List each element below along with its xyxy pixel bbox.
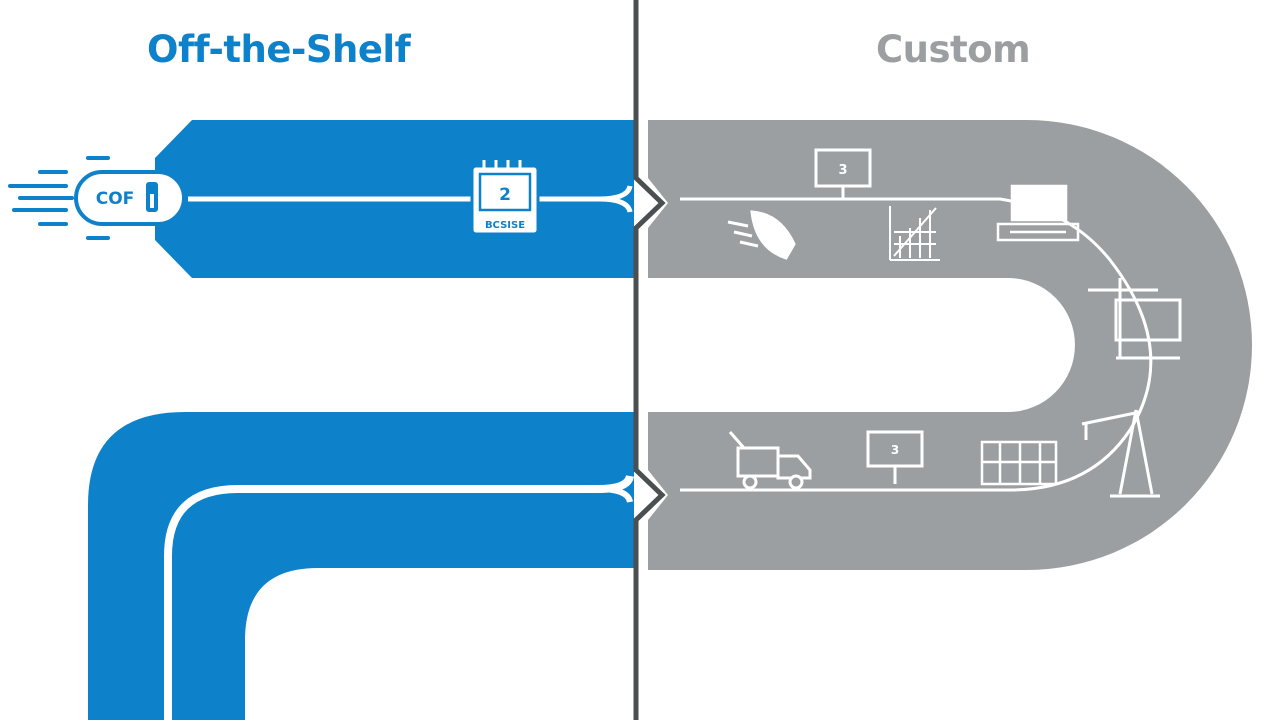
delivery-truck-icon xyxy=(728,431,812,490)
sign-bottom-number: 3 xyxy=(891,443,899,457)
sign-icon: 3 xyxy=(814,148,872,198)
gray-u-band xyxy=(648,120,1252,570)
custom-track xyxy=(648,120,1252,570)
fast-start-marker: COF xyxy=(8,156,186,240)
calendar-number: 2 xyxy=(499,185,511,205)
sign-top-number: 3 xyxy=(838,163,847,178)
speed-lines-icon xyxy=(8,156,110,240)
lower-lane-line xyxy=(164,474,634,720)
calendar-icon: 2 BCSISE xyxy=(470,160,540,236)
off-the-shelf-track xyxy=(88,120,634,720)
padlock-icon xyxy=(146,182,158,212)
calendar-caption: BCSISE xyxy=(485,220,525,231)
upper-lane-line-tail xyxy=(597,196,633,213)
off-the-shelf-title: Off-the-Shelf xyxy=(147,28,411,71)
custom-title: Custom xyxy=(876,28,1031,71)
tower-crane-icon xyxy=(1081,409,1160,498)
rocket-icon xyxy=(727,210,796,260)
center-divider xyxy=(633,0,666,720)
cof-pill-label: COF xyxy=(96,189,135,209)
building-icon xyxy=(980,440,1058,486)
computer-terminal-icon xyxy=(996,184,1080,242)
lower-lane-line-tail xyxy=(597,486,633,503)
sign-icon: 3 xyxy=(866,430,924,484)
bar-chart-icon xyxy=(889,206,940,261)
crane-icon xyxy=(1088,278,1182,360)
